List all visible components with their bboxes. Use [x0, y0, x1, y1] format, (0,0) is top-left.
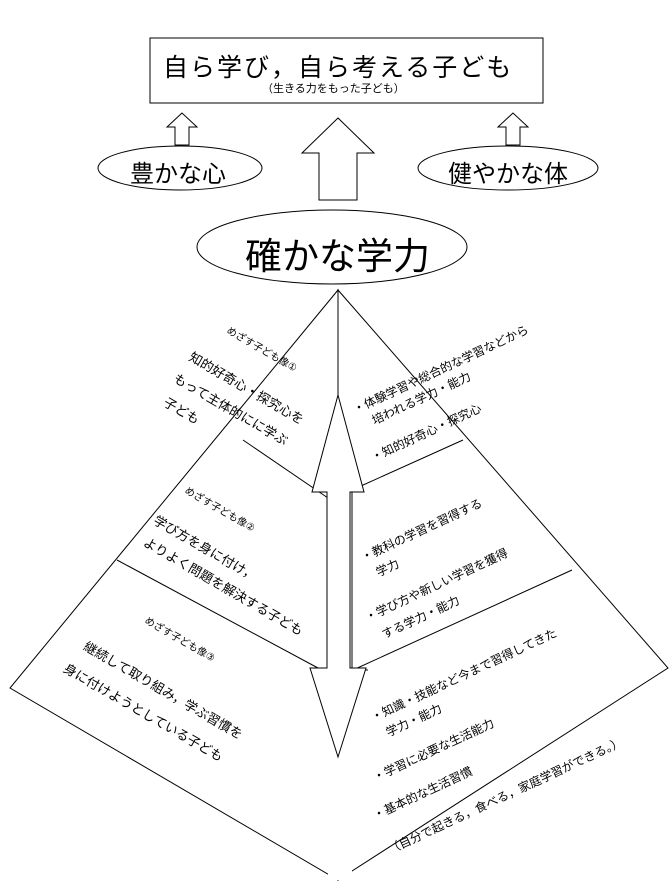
pillar-left-label: 豊かな心	[130, 160, 226, 188]
goal-title: 自ら学び，自ら考える子ども	[163, 53, 514, 82]
big-up-arrow	[300, 117, 376, 201]
goal-box	[149, 37, 544, 104]
right-divider-2	[352, 569, 573, 671]
small-up-arrow-right	[496, 112, 530, 146]
pillar-right-ellipse	[417, 145, 599, 191]
center-label: 確かな学力	[245, 235, 430, 278]
left-divider-2	[116, 559, 319, 669]
center-ellipse	[196, 209, 468, 285]
small-up-arrow-left	[165, 112, 199, 146]
right-divider-1	[351, 439, 464, 491]
pillar-right-label: 健やかな体	[448, 160, 568, 188]
goal-subtitle: （生きる力をもった子ども）	[262, 82, 405, 95]
vertical-double-arrow	[309, 393, 367, 759]
pillar-left-ellipse	[97, 145, 263, 191]
